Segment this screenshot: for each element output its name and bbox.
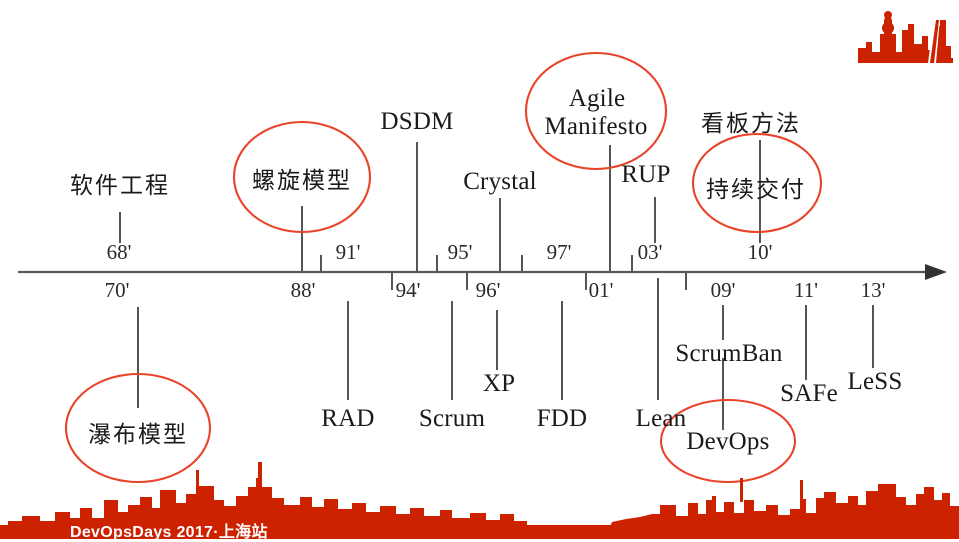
label-scrumban: ScrumBan [675,340,783,367]
year-03: 03' [637,240,663,264]
year-11: 11' [793,278,819,302]
label-agile: Agile [568,85,626,112]
bottom-bar [0,525,959,539]
skyline-left [8,462,527,527]
highlight-circles [64,51,823,484]
label-dsdm: DSDM [380,108,454,135]
label-fdd: FDD [536,405,588,432]
label-scrum: Scrum [418,405,486,432]
circle-waterfall-model [64,372,212,484]
label-xp: XP [482,370,516,397]
circle-agile-manifesto [524,51,668,171]
circle-spiral-model [232,120,372,234]
label-kanban-method: 看板方法 [701,111,801,137]
axis-arrow-icon [925,264,947,280]
skyline-right [610,478,959,527]
year-94: 94' [395,278,421,302]
year-91: 91' [335,240,361,264]
year-96: 96' [475,278,501,302]
year-95: 95' [447,240,473,264]
label-continuous-delivery: 持续交付 [706,177,806,203]
event-banner-label: DevOpsDays 2017·上海站 [70,524,268,541]
shanghai-skyline-logo [858,11,953,63]
label-less: LeSS [847,368,903,395]
label-waterfall-model: 瀑布模型 [88,422,188,448]
stems-above [119,140,761,272]
year-88: 88' [290,278,316,302]
circle-continuous-delivery [691,132,823,234]
label-devops: DevOps [686,428,770,455]
label-safe: SAFe [780,380,838,407]
year-97: 97' [546,240,572,264]
label-lean: Lean [635,405,687,432]
label-rad: RAD [321,405,375,432]
year-01: 01' [588,278,614,302]
label-crystal: Crystal [463,168,537,195]
label-software-engineering: 软件工程 [70,173,170,199]
label-manifesto: Manifesto [544,113,648,140]
label-spiral-model: 螺旋模型 [252,168,352,194]
axis-ticks [320,255,687,290]
label-rup: RUP [621,161,671,188]
stems-below [137,278,874,430]
year-10: 10' [747,240,773,264]
year-13: 13' [860,278,886,302]
circle-devops [659,398,797,484]
year-09: 09' [710,278,736,302]
year-68: 68' [106,240,132,264]
timeline-axis [18,264,947,280]
year-70: 70' [104,278,130,302]
